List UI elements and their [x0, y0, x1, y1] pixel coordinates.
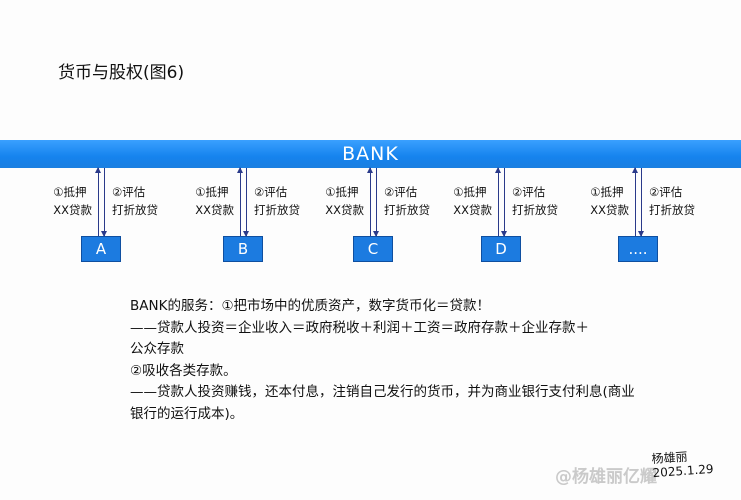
entity-box: B	[223, 236, 263, 262]
entity-box: A	[81, 236, 121, 262]
text-line: 银行的运行成本)。	[130, 405, 244, 422]
arrow-up-icon	[632, 167, 638, 236]
entity-box: D	[481, 236, 521, 262]
evaluate-label: ②评估打折放贷	[384, 185, 430, 217]
arrow-up-icon	[237, 167, 243, 236]
bank-bar: BANK	[0, 140, 741, 168]
text-line: ②吸收各类存款。	[130, 362, 237, 379]
text-line: ——贷款人投资＝企业收入＝政府税收＋利润＋工资＝政府存款＋企业存款＋	[130, 319, 589, 336]
arrow-down-icon	[243, 168, 249, 237]
description: BANK的服务：①把市场中的优质资产，数字货币化＝贷款！ ——贷款人投资＝企业收…	[130, 296, 690, 425]
signature-date: 2025.1.29	[652, 461, 714, 481]
text-line: 公众存款	[130, 341, 184, 357]
arrow-up-icon	[95, 167, 101, 236]
text-line: BANK的服务：①把市场中的优质资产，数字货币化＝贷款！	[130, 298, 491, 314]
arrow-up-icon	[495, 167, 501, 236]
evaluate-label: ②评估打折放贷	[254, 185, 300, 217]
arrow-down-icon	[501, 168, 507, 237]
arrow-down-icon	[101, 168, 107, 237]
entity-box: ....	[618, 236, 658, 262]
entity-box: C	[353, 236, 393, 262]
text-line: ——贷款人投资赚钱，还本付息，注销自己发行的货币，并为商业银行支付利息(商业	[130, 384, 635, 400]
evaluate-label: ②评估打折放贷	[512, 185, 558, 217]
evaluate-label: ②评估打折放贷	[112, 185, 158, 217]
evaluate-label: ②评估打折放贷	[649, 185, 695, 217]
signature: 杨雄丽 2025.1.29	[651, 448, 714, 480]
diagram-title: 货币与股权(图6)	[58, 63, 185, 83]
arrow-down-icon	[373, 168, 379, 237]
watermark: @杨雄丽亿耀	[555, 467, 657, 487]
arrow-up-icon	[367, 167, 373, 236]
arrow-down-icon	[638, 168, 644, 237]
